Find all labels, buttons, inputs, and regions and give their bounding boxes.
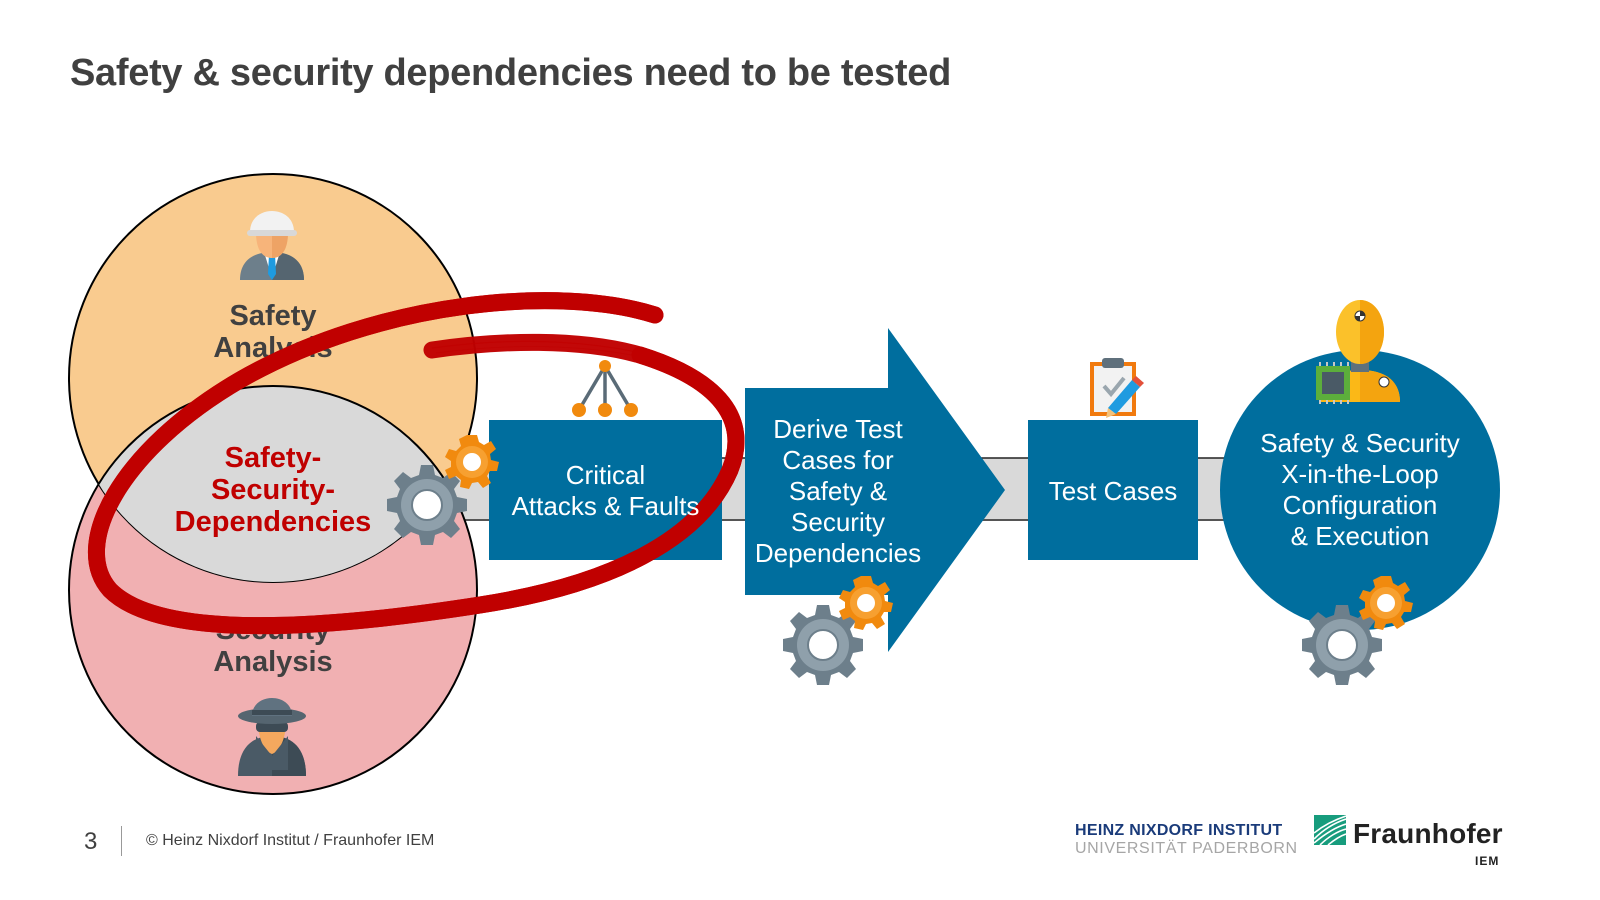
fraunhofer-logo-icon: [1314, 815, 1346, 845]
gear-icon: [386, 464, 468, 546]
xil-execution-label: Safety & Security X-in-the-Loop Configur…: [1260, 428, 1460, 551]
test-cases-box: [1028, 420, 1198, 560]
critical-attacks-label: Critical Attacks & Faults: [511, 460, 700, 521]
page-number: 3: [84, 828, 98, 855]
fault-tree-icon: [572, 360, 638, 417]
clipboard-pencil-icon: [1090, 358, 1144, 418]
derive-test-cases-arrow: [745, 328, 1005, 652]
engineer-hardhat-icon: [240, 211, 304, 280]
hni-logo: HEINZ NIXDORF INSTITUT UNIVERSITÄT PADER…: [1075, 822, 1298, 857]
safety-analysis-label: Safety Analysis: [213, 300, 333, 364]
slide-title: Safety & security dependencies need to b…: [70, 52, 951, 94]
derive-test-cases-label: Derive Test Cases for Safety & Security …: [754, 414, 922, 568]
test-cases-label: Test Cases: [1048, 476, 1178, 506]
xil-circle: [1220, 350, 1500, 630]
spy-hacker-icon: [238, 698, 306, 776]
safety-security-dependencies-label: Safety- Security- Dependencies: [174, 442, 372, 538]
fraunhofer-wordmark: Fraunhofer: [1353, 818, 1503, 849]
fraunhofer-iem-sub: IEM: [1475, 854, 1500, 868]
footer-divider: [121, 826, 122, 856]
security-analysis-label: Security Analysis: [213, 614, 333, 678]
crash-test-dummy-chip-icon: [1316, 300, 1400, 404]
copyright-text: © Heinz Nixdorf Institut / Fraunhofer IE…: [146, 832, 435, 849]
